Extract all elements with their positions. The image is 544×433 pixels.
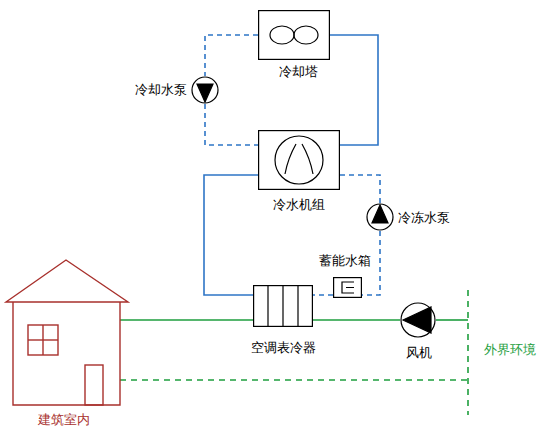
house-symbol [5, 258, 129, 406]
pipe-connector [340, 175, 380, 203]
region-label: 外界环境 [484, 342, 536, 358]
fan-symbol [400, 302, 436, 338]
pumpDown-symbol [191, 76, 219, 104]
tower-fan [294, 26, 318, 44]
pump-circle [367, 204, 393, 230]
house-door [85, 365, 103, 405]
return-air-line [120, 379, 468, 381]
node-label: 空调表冷器 [251, 340, 316, 356]
coil-divider [282, 286, 283, 326]
tower-box [259, 11, 330, 60]
tank-box [334, 278, 362, 298]
diagram-node: 空调表冷器 [253, 285, 313, 327]
house-roof [6, 260, 128, 302]
diagram-node: 冷水机组 [258, 130, 340, 190]
compressor-blade [302, 144, 313, 174]
pumpUp-symbol [366, 203, 394, 231]
node-label: 冷冻水泵 [398, 210, 450, 226]
node-label: 冷却水泵 [135, 82, 187, 98]
pipe-connector [120, 319, 253, 321]
fan-triangle [403, 307, 431, 333]
pipe-connector [205, 35, 258, 76]
coil-divider [297, 286, 298, 326]
diagram-node: 冷却水泵 [191, 76, 219, 104]
diagram-node: 蓄能水箱 [333, 277, 362, 298]
house-window [28, 325, 58, 355]
tank-symbol [342, 282, 354, 293]
compressor-blade [285, 144, 296, 174]
chiller-box [259, 131, 340, 190]
diagram-node: 冷却塔 [258, 10, 330, 60]
coil-divider [267, 286, 268, 326]
pipe-connector [330, 35, 378, 145]
pipe-connector [313, 294, 333, 296]
pipe-connector [205, 104, 258, 145]
pump-triangle [372, 205, 388, 223]
node-label: 蓄能水箱 [319, 253, 371, 269]
diagram-node: 冷冻水泵 [366, 203, 394, 231]
node-label: 建筑室内 [38, 412, 90, 428]
compressor-circle [275, 136, 323, 184]
diagram-node: 建筑室内 [5, 258, 129, 406]
tank-symbol [333, 277, 362, 298]
coil-box [254, 286, 313, 327]
pump-circle [192, 77, 218, 103]
diagram-node: 风机 [400, 302, 436, 338]
node-label: 冷水机组 [273, 197, 325, 213]
environment-boundary [467, 290, 469, 415]
pipe-connector [204, 175, 258, 295]
tower-fan [270, 26, 294, 44]
window-bar [28, 339, 58, 340]
fan-circle [401, 303, 435, 337]
house-walls [13, 302, 120, 405]
node-label: 风机 [406, 345, 432, 361]
node-label: 冷却塔 [279, 64, 318, 80]
coil-symbol [253, 285, 313, 327]
chiller-symbol [258, 130, 340, 190]
pipe-connector [313, 319, 400, 321]
air-duct-line [436, 319, 468, 321]
tower-symbol [258, 10, 330, 60]
pump-triangle [197, 84, 213, 102]
